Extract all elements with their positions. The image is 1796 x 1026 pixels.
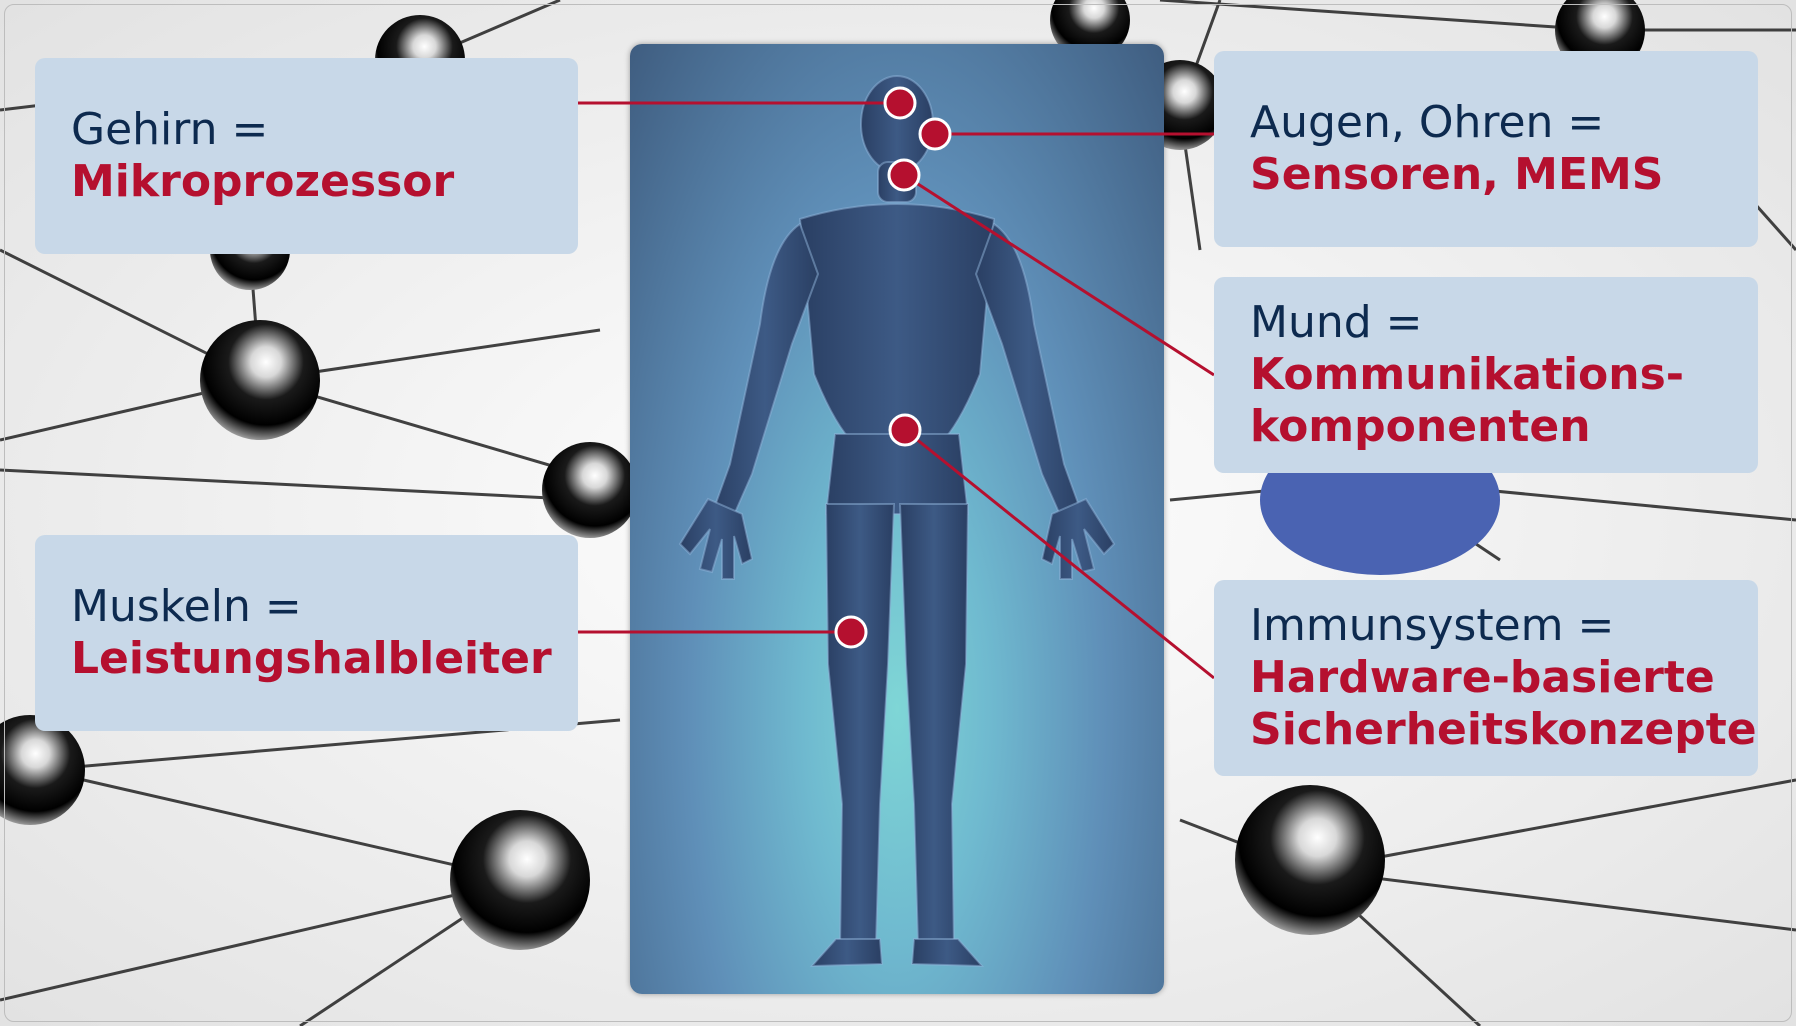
- label-immun-equiv-line1: Hardware-basierte: [1250, 652, 1758, 704]
- label-mund-equiv-line2: komponenten: [1250, 401, 1758, 453]
- label-augen: Augen, Ohren = Sensoren, MEMS: [1214, 51, 1758, 247]
- label-mund: Mund = Kommunikations- komponenten: [1214, 277, 1758, 473]
- human-body-image: [630, 44, 1164, 994]
- label-augen-term: Augen, Ohren =: [1250, 97, 1758, 149]
- label-muskeln: Muskeln = Leistungshalbleiter: [35, 535, 578, 731]
- label-immun-term: Immunsystem =: [1250, 600, 1758, 652]
- label-augen-equiv: Sensoren, MEMS: [1250, 149, 1758, 201]
- label-immun-equiv-line2: Sicherheitskonzepte: [1250, 704, 1758, 756]
- human-body-silhouette: [630, 44, 1164, 994]
- label-gehirn-equiv: Mikroprozessor: [71, 156, 578, 208]
- label-muskeln-equiv: Leistungshalbleiter: [71, 633, 578, 685]
- label-mund-term: Mund =: [1250, 297, 1758, 349]
- label-gehirn-term: Gehirn =: [71, 104, 578, 156]
- label-muskeln-term: Muskeln =: [71, 581, 578, 633]
- label-mund-equiv-line1: Kommunikations-: [1250, 349, 1758, 401]
- label-gehirn: Gehirn = Mikroprozessor: [35, 58, 578, 254]
- label-immun: Immunsystem = Hardware-basierte Sicherhe…: [1214, 580, 1758, 776]
